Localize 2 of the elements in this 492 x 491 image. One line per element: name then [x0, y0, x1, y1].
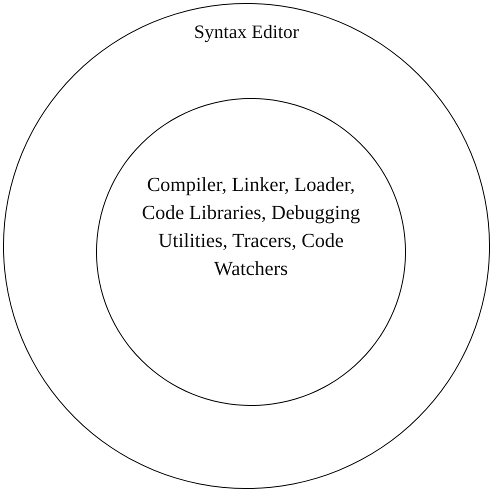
circle-label: Syntax Editor	[192, 21, 300, 45]
circle-label: Compiler, Linker, Loader, Code Libraries, Debugging Utilities, Tracers, Code Watchers	[140, 173, 362, 282]
